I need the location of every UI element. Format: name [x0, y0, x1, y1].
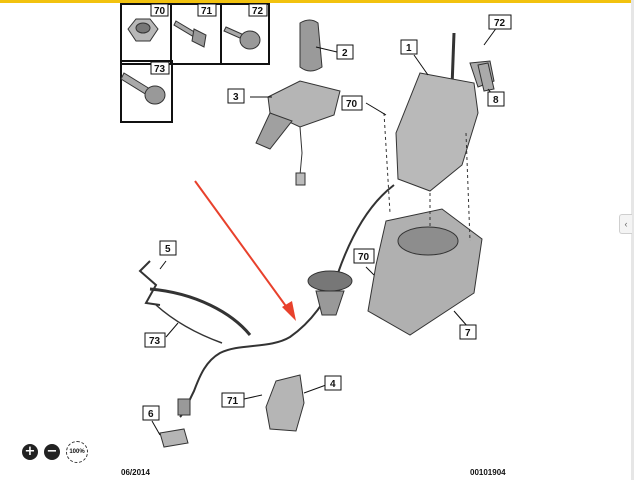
shifter-housing-part-1 [395, 32, 495, 192]
sidebar-toggle-button[interactable]: ‹ [619, 214, 632, 234]
gaiter-frame-part-3 [255, 80, 341, 186]
parts-diagram: 70 71 72 73 2 3 70 1 72 8 70 7 5 73 71 4… [120, 3, 512, 448]
zoom-reset-label: 100% [69, 449, 85, 455]
viewer-right-edge [631, 0, 634, 480]
clip-part-6 [159, 398, 191, 448]
callout-72-clip: 72 [494, 18, 506, 29]
fastener-legend [120, 3, 270, 123]
callout-70-housing: 70 [346, 99, 358, 110]
plus-icon: + [24, 444, 36, 459]
callouts [142, 3, 512, 421]
callout-6: 6 [148, 409, 154, 420]
callout-4: 4 [330, 379, 336, 390]
callout-71-bracket: 71 [227, 396, 239, 407]
bolt-73-drawing [120, 72, 166, 105]
callout-70-base: 70 [358, 252, 370, 263]
cable-grommet [307, 270, 353, 316]
callout-72-legend: 72 [252, 6, 264, 17]
gear-knob-part-2 [299, 19, 323, 72]
bracket-part-4 [265, 374, 305, 432]
callout-70-legend: 70 [154, 6, 166, 17]
zoom-out-button[interactable]: − [44, 444, 60, 460]
nut-70-drawing [127, 18, 159, 42]
callout-8: 8 [493, 95, 499, 106]
clip-part-5 [138, 260, 161, 306]
zoom-controls: + − 100% [22, 441, 88, 463]
callout-71-legend: 71 [201, 6, 213, 17]
alignment-lines [383, 112, 471, 242]
bolt-71-drawing [173, 20, 207, 48]
zoom-in-button[interactable]: + [22, 444, 38, 460]
minus-icon: − [46, 444, 58, 459]
screw-72-drawing [223, 26, 261, 50]
callout-73-cable: 73 [149, 336, 161, 347]
small-clip-part-8 [477, 62, 495, 92]
callout-1: 1 [406, 43, 412, 54]
callout-2: 2 [342, 48, 348, 59]
red-indicator-arrow [194, 180, 296, 321]
callout-73-legend: 73 [154, 64, 166, 75]
footer-date: 06/2014 [121, 468, 150, 477]
footer-ref-number: 00101904 [470, 468, 506, 477]
callout-7: 7 [465, 328, 471, 339]
shift-cable [149, 184, 395, 418]
callout-5: 5 [165, 244, 171, 255]
chevron-left-icon: ‹ [624, 219, 628, 229]
zoom-reset-button[interactable]: 100% [66, 441, 88, 463]
callout-3: 3 [233, 92, 239, 103]
gearbox-base-part-7 [367, 208, 483, 336]
accent-top-bar [0, 0, 634, 3]
